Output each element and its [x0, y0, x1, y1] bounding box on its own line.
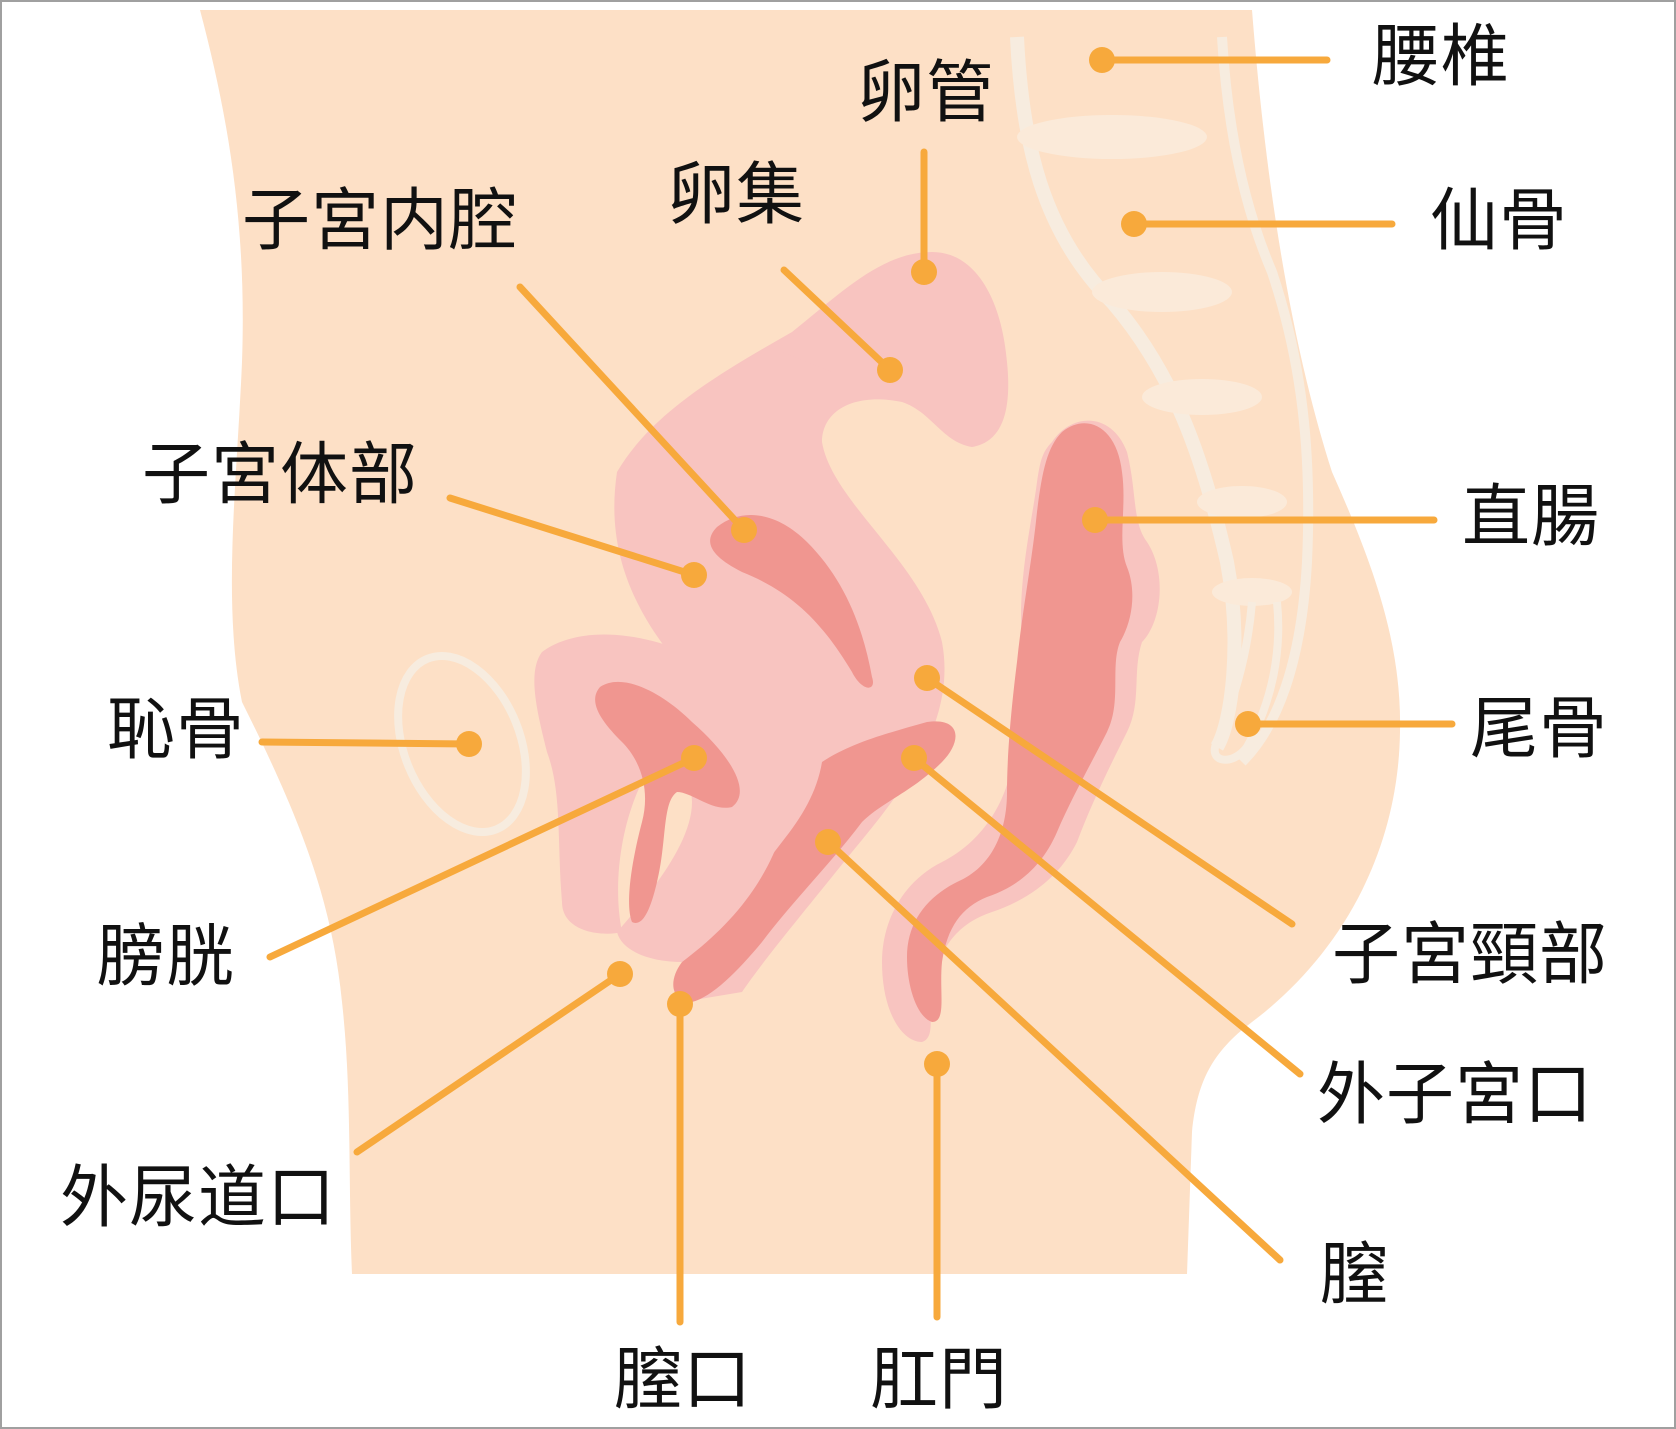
urethral-opening-leader [353, 970, 624, 1156]
spine-outline-back [1217, 36, 1314, 766]
label-external-os: 外子宮口 [1317, 1056, 1594, 1135]
rectum-inner [907, 423, 1133, 1022]
oviduct-leader-dot [911, 259, 937, 285]
uterine-body-leader-dot [681, 562, 707, 588]
bladder-leader-dot [681, 745, 707, 771]
label-cervix: 子宮頸部 [1332, 916, 1609, 995]
label-uterine-body: 子宮体部 [142, 436, 419, 515]
cervix-leader-dot [914, 665, 940, 691]
ovary-leader [780, 266, 894, 374]
rectum-leader-dot [1082, 507, 1108, 533]
lumbar-leader-dot [1089, 47, 1115, 73]
vagina-leader-dot [815, 829, 841, 855]
vertebral-disc [1197, 486, 1287, 518]
pubic-bone-leader-dot [456, 731, 482, 757]
label-bladder: 膀胱 [97, 918, 236, 997]
sacrum-leader-dot [1121, 211, 1147, 237]
label-sacrum: 仙骨 [1430, 182, 1569, 261]
vertebral-disc [1017, 115, 1207, 159]
label-coccyx: 尾骨 [1470, 690, 1609, 769]
uterine-body-leader [446, 494, 698, 579]
label-urethral-opening: 外尿道口 [60, 1159, 337, 1238]
label-rectum: 直腸 [1462, 478, 1601, 557]
label-anus: 肛門 [870, 1341, 1009, 1420]
coccyx-leader-dot [1235, 711, 1261, 737]
label-lumbar: 腰椎 [1372, 18, 1511, 97]
vagina-shape [673, 721, 956, 1002]
label-ovary: 卵集 [667, 156, 806, 235]
vertebral-disc [1142, 379, 1262, 415]
uterine-cavity-leader-dot [731, 517, 757, 543]
pubic-bone-leader [258, 738, 473, 748]
uterine-cavity-leader [516, 283, 748, 534]
leader-lines [258, 47, 1456, 1326]
label-pubic-bone: 恥骨 [107, 691, 246, 770]
vagina-leader [824, 838, 1284, 1264]
label-oviduct: 卵管 [857, 54, 996, 133]
bladder-outer [534, 634, 790, 962]
uterus-outer [614, 252, 1009, 1002]
vaginal-opening-leader-dot [667, 991, 693, 1017]
urethral-opening-leader-dot [607, 961, 633, 987]
label-uterine-cavity: 子宮内腔 [242, 182, 519, 261]
vertebral-disc [1212, 578, 1292, 606]
uterine-cavity-shape [710, 515, 873, 688]
coccyx-outline [1210, 601, 1283, 764]
label-vaginal-opening: 膣口 [614, 1341, 753, 1420]
bladder-inner [595, 681, 740, 923]
ovary-leader-dot [877, 357, 903, 383]
external-os-leader [910, 754, 1304, 1078]
pubic-bone-outline [394, 651, 530, 837]
vertebral-disc [1092, 272, 1232, 312]
bladder-leader [266, 754, 698, 961]
external-os-leader-dot [901, 745, 927, 771]
cervix-leader [923, 674, 1296, 928]
label-vagina: 膣 [1320, 1236, 1390, 1315]
anus-leader-dot [924, 1051, 950, 1077]
